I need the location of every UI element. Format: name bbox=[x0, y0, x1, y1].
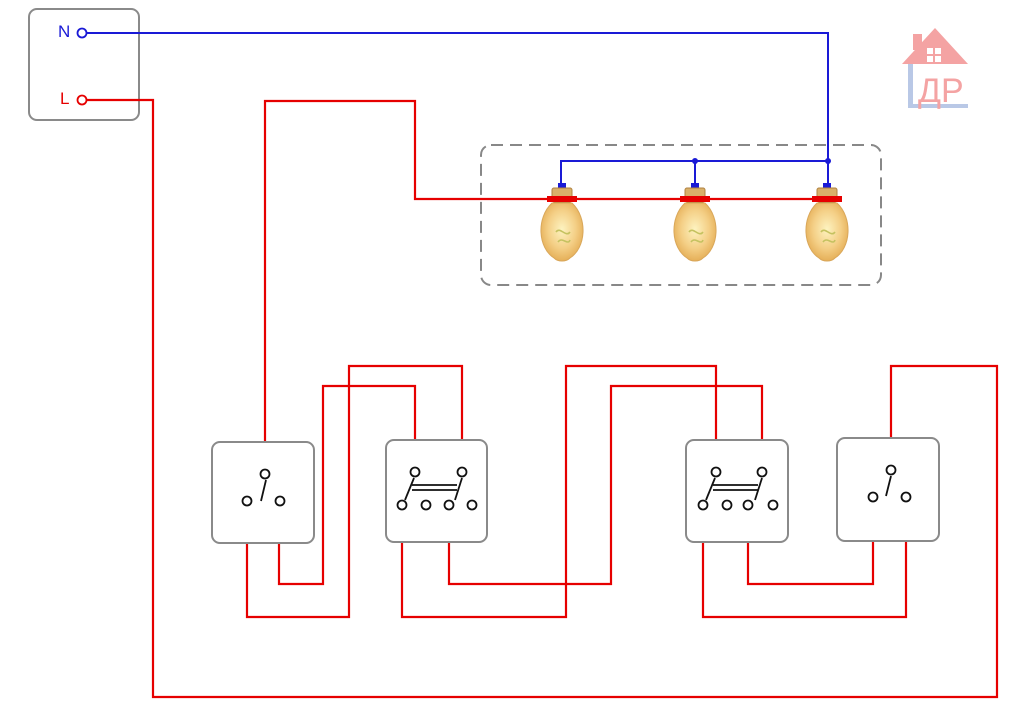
line-label: L bbox=[60, 89, 69, 108]
neutral-terminal bbox=[76, 27, 88, 39]
intermediate-switch-icon bbox=[396, 466, 478, 511]
intermediate-switch-icon bbox=[697, 466, 779, 511]
light-bulb-icon bbox=[540, 183, 584, 262]
two-way-switch-left[interactable] bbox=[211, 441, 315, 544]
two-way-switch-icon bbox=[867, 464, 912, 503]
line-terminal bbox=[76, 94, 88, 106]
logo: ДР bbox=[902, 28, 968, 110]
power-supply-box: N L bbox=[28, 8, 140, 121]
lamp-3 bbox=[805, 183, 849, 262]
two-way-switch-icon bbox=[241, 468, 286, 507]
lamp-2 bbox=[673, 183, 717, 262]
lamp-1 bbox=[540, 183, 584, 262]
line-wiring bbox=[87, 98, 999, 699]
lamp-group-outline bbox=[480, 144, 882, 286]
intermediate-switch-1[interactable] bbox=[385, 439, 488, 543]
neutral-wiring bbox=[76, 27, 831, 186]
light-bulb-icon bbox=[673, 183, 717, 262]
neutral-label: N bbox=[58, 22, 70, 41]
logo-text: ДР bbox=[918, 72, 964, 110]
two-way-switch-right[interactable] bbox=[836, 437, 940, 542]
intermediate-switch-2[interactable] bbox=[685, 439, 789, 543]
light-bulb-icon bbox=[805, 183, 849, 262]
